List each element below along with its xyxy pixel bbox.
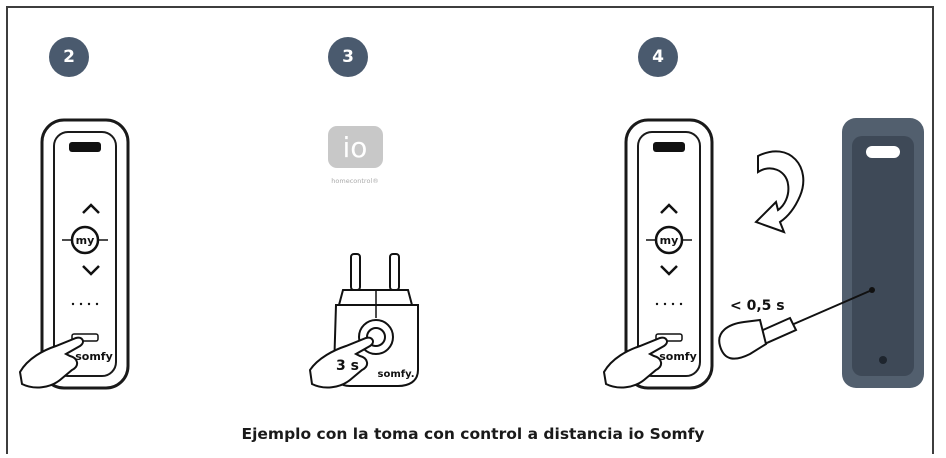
my-button — [70, 225, 100, 255]
smart-plug: somfy. 3 s — [308, 253, 419, 389]
down-arrow-icon — [82, 265, 100, 276]
svg-text:io: io — [343, 131, 368, 164]
remote-control-step-4: my somfy — [602, 118, 714, 390]
svg-text:homecontrol®: homecontrol® — [331, 177, 378, 185]
io-homecontrol-logo: io homecontrol® — [328, 126, 383, 185]
flip-arrow-icon — [754, 150, 805, 234]
down-arrow-icon-2 — [660, 265, 678, 276]
pressing-hand-icon-2 — [308, 336, 374, 389]
remote-control-step-2: my somfy — [18, 118, 130, 390]
my-label-2: my — [660, 234, 679, 247]
remote-brand: somfy — [75, 350, 113, 363]
up-arrow-icon — [82, 203, 100, 214]
holder-time-label: < 0,5 s — [730, 298, 785, 314]
remote-brand-2: somfy — [659, 350, 697, 363]
plug-time-label: 3 s — [336, 358, 359, 374]
up-arrow-icon-2 — [660, 203, 678, 214]
pressing-hand-icon — [18, 336, 84, 389]
my-button-2 — [654, 225, 684, 255]
my-label: my — [76, 234, 95, 247]
step-badge-4: 4 — [638, 37, 678, 77]
step-badge-3: 3 — [328, 37, 368, 77]
wall-holder — [842, 118, 924, 388]
plug-brand: somfy. — [378, 369, 415, 380]
step-badge-2: 2 — [49, 37, 89, 77]
pressing-hand-icon-3 — [602, 336, 668, 389]
caption: Ejemplo con la toma con control a distan… — [241, 425, 705, 443]
screwdriver-icon — [718, 289, 873, 360]
